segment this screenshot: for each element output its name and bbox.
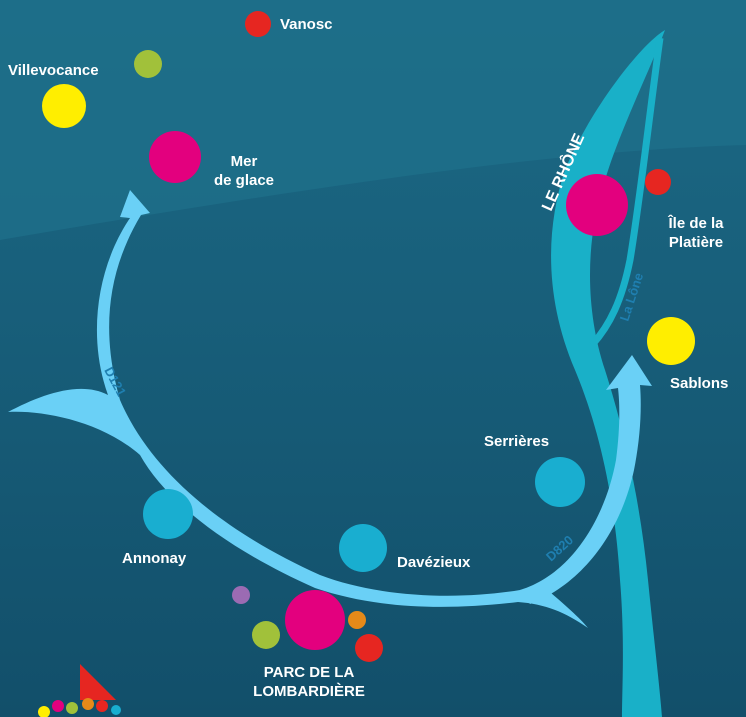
marker-serrieres[interactable] xyxy=(535,457,585,507)
marker-parc-magenta[interactable] xyxy=(285,590,345,650)
label-villevocance: Villevocance xyxy=(8,62,99,79)
la-lone-branch xyxy=(589,37,664,348)
road-d820 xyxy=(520,355,652,604)
label-mer-de-glace-line2: de glace xyxy=(213,172,275,189)
label-ile-de-la-platiere: Île de la Platière xyxy=(648,214,744,252)
marker-mer-de-glace[interactable] xyxy=(149,131,201,183)
marker-parc-green[interactable] xyxy=(252,621,280,649)
marker-villevocance-green[interactable] xyxy=(134,50,162,78)
label-annonay: Annonay xyxy=(122,550,187,567)
label-ile-de-la-platiere-line2: Platière xyxy=(668,234,724,251)
road-d121 xyxy=(8,190,588,628)
label-parc-line1: PARC DE LA xyxy=(263,664,355,681)
marker-parc-orange[interactable] xyxy=(348,611,366,629)
marker-ile-platiere-red[interactable] xyxy=(645,169,671,195)
label-davezieux: Davézieux xyxy=(397,554,471,571)
label-parc-de-la-lombardiere: PARC DE LA LOMBARDIÈRE xyxy=(244,663,374,701)
marker-villevocance-yellow[interactable] xyxy=(42,84,86,128)
sailboat-logo-icon xyxy=(38,664,121,717)
marker-ile-platiere-magenta[interactable] xyxy=(566,174,628,236)
label-mer-de-glace-line1: Mer xyxy=(230,153,258,170)
marker-annonay[interactable] xyxy=(143,489,193,539)
label-serrieres: Serrières xyxy=(484,433,550,450)
label-parc-line2: LOMBARDIÈRE xyxy=(253,683,365,700)
marker-parc-red[interactable] xyxy=(355,634,383,662)
marker-davezieux[interactable] xyxy=(339,524,387,572)
label-ile-de-la-platiere-line1: Île de la xyxy=(668,215,724,232)
label-vanosc: Vanosc xyxy=(280,16,333,33)
marker-vanosc[interactable] xyxy=(245,11,271,37)
label-mer-de-glace: Mer de glace xyxy=(204,152,284,190)
label-sablons: Sablons xyxy=(670,375,729,392)
marker-parc-purple[interactable] xyxy=(232,586,250,604)
marker-sablons[interactable] xyxy=(647,317,695,365)
